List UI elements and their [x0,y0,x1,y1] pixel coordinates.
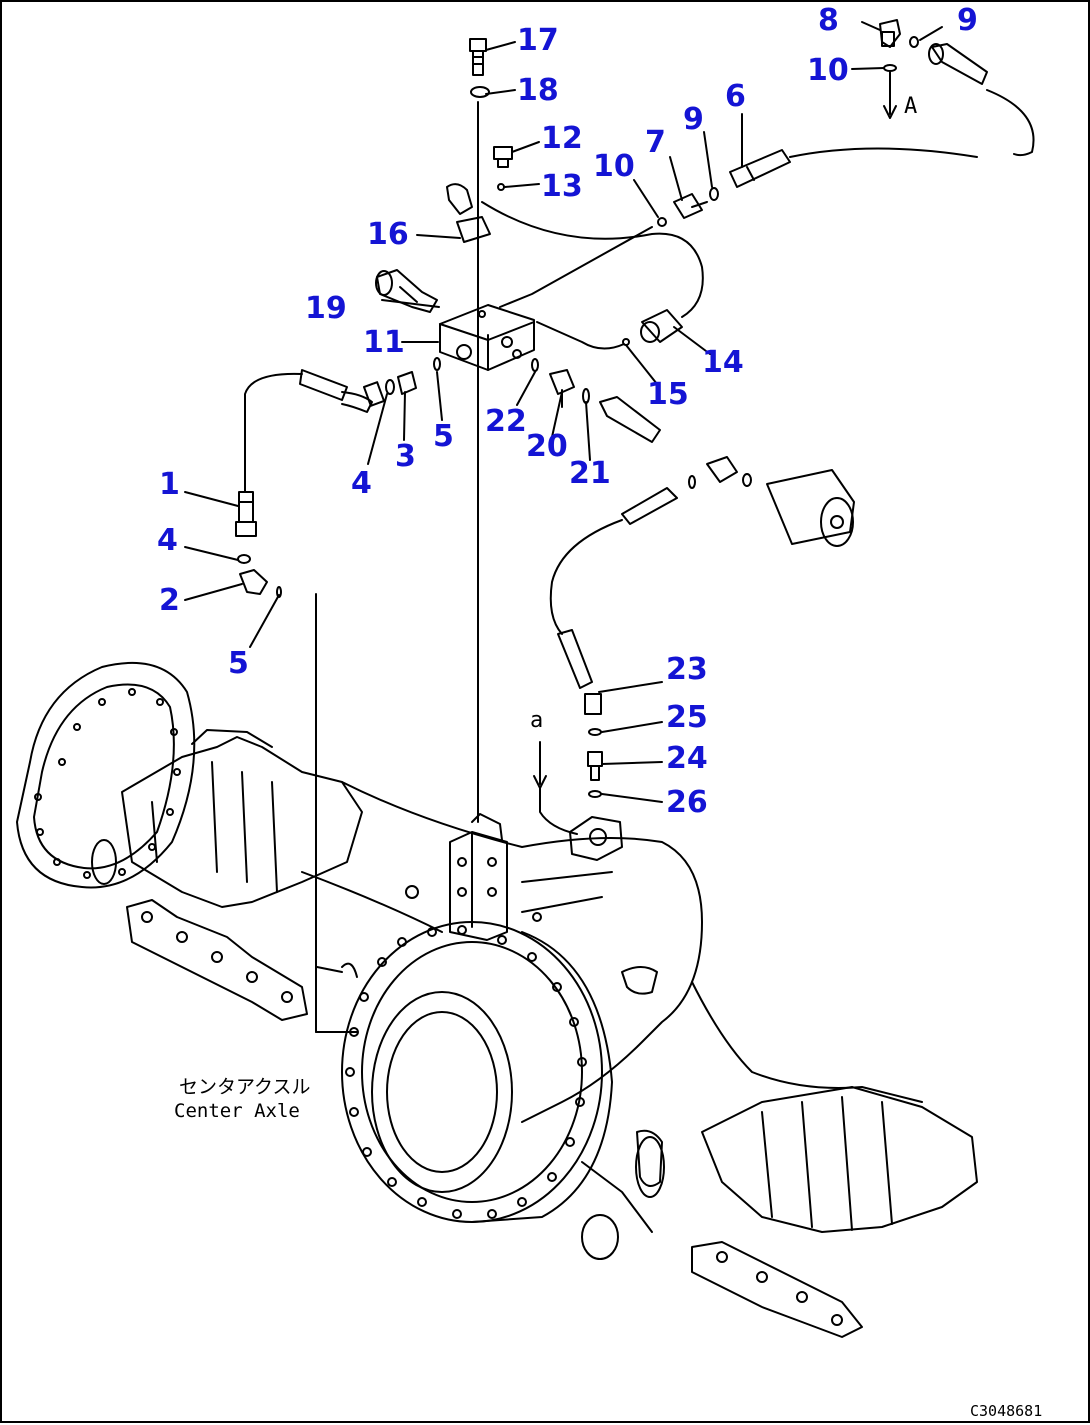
oring-9a-icon [709,187,719,201]
callout-21: 21 [569,456,611,491]
axle-label-jp: センタアクスル [179,1076,311,1098]
oring-26-icon [588,790,602,798]
callout-leaders [184,21,943,803]
callout-18: 18 [517,73,559,108]
adapter-24-icon [587,751,603,781]
callout-1: 1 [159,467,180,502]
oring-5a-icon [433,357,441,371]
hose-upper [481,201,704,318]
view-letter-a: a [530,708,544,733]
cylinder-assembly-icon [766,469,855,547]
oring-cyl-b-icon [688,475,696,489]
plug-12-icon [493,146,513,168]
callout-25: 25 [666,700,708,735]
callout-10-right: 10 [807,53,849,88]
hose-fitting-23-icon [557,629,602,715]
hose-line-15 [536,321,625,350]
hose-end-6-icon [729,149,791,188]
callout-20: 20 [526,429,568,464]
callout-4-upper: 4 [351,466,372,501]
axle-label-en: Center Axle [174,1100,300,1122]
valve-block-11-icon [439,304,535,371]
oring-10a-icon [657,217,667,227]
callout-14: 14 [702,345,744,380]
bolt-17-icon [469,38,487,76]
callout-9-right: 9 [957,3,978,38]
callout-11: 11 [363,325,405,360]
callout-22: 22 [485,404,527,439]
hose-fitting-1-icon [235,491,257,537]
callout-19: 19 [305,291,347,326]
callout-3: 3 [395,439,416,474]
view-letter-A: A [904,94,918,119]
callout-23: 23 [666,652,708,687]
oring-4b-icon [237,554,251,564]
hose-end-cyl-icon [621,487,678,525]
callout-6: 6 [725,79,746,114]
elbow-8-icon [879,19,901,48]
oring-13-icon [497,183,505,191]
callout-13: 13 [541,169,583,204]
washer-18-icon [470,86,490,98]
adapter-3-icon [397,371,417,395]
hose-end-left-icon [299,369,385,413]
callout-7: 7 [645,125,666,160]
callout-8: 8 [818,3,839,38]
hose-6-line [789,147,978,158]
callout-10-upper: 10 [593,149,635,184]
fitting-20-icon [549,369,575,408]
callout-9-upper: 9 [683,102,704,137]
hose-line-a [499,226,653,308]
center-axle-housing [16,661,978,1338]
oring-cyl-a-icon [742,473,752,487]
hose-end-21-icon [599,396,661,443]
fitting-7-icon [673,193,708,219]
elbow-cyl-icon [706,456,738,483]
callout-16: 16 [367,217,409,252]
hose-9b-line [986,89,1035,157]
callout-15: 15 [647,377,689,412]
oring-9b-icon [909,36,919,48]
oring-4a-icon [385,379,395,395]
hose-23-line [549,519,623,635]
oring-10b-icon [883,64,897,72]
callout-26: 26 [666,785,708,820]
callout-4-lower: 4 [157,523,178,558]
pressure-switch-14-icon [640,309,683,343]
leader-19 [381,299,440,308]
hose-9-icon [928,43,988,85]
oring-22-icon [531,358,539,372]
callout-12: 12 [541,121,583,156]
callout-5-lower: 5 [228,646,249,681]
callout-17: 17 [517,23,559,58]
oring-21-icon [582,388,590,404]
callout-24: 24 [666,741,708,776]
view-arrow-A [883,71,897,119]
hose-left [244,372,303,493]
view-arrow-a [533,741,578,835]
elbow-2-icon [239,569,268,595]
bracket-16-icon [446,183,491,243]
callout-2: 2 [159,583,180,618]
callout-5-upper: 5 [433,419,454,454]
drawing-code: C3048681 [970,1402,1043,1420]
oring-25-icon [588,728,602,736]
